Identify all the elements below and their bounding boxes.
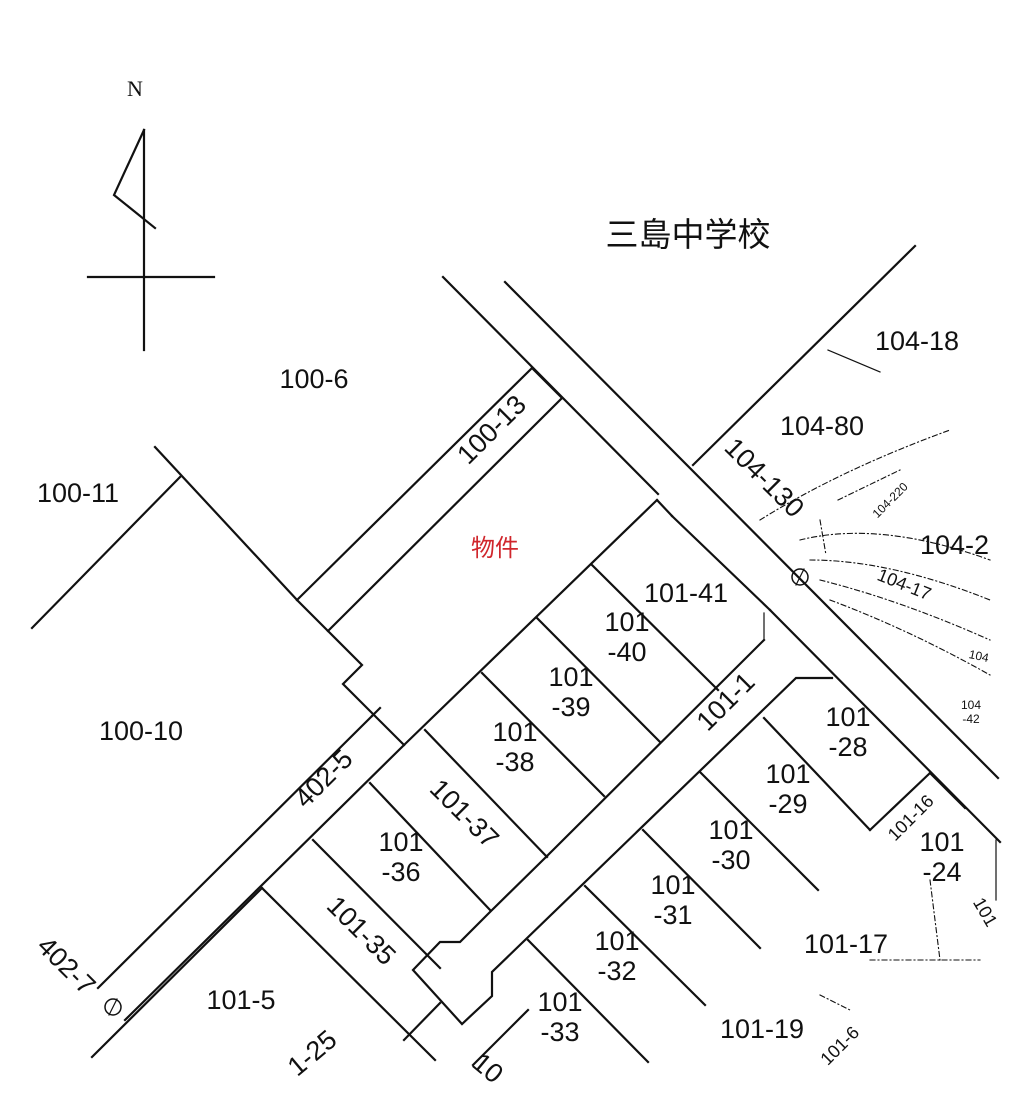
parcel-label-101-36: 101-36 bbox=[378, 827, 423, 887]
parcel-label-104-edge: 104 bbox=[968, 647, 991, 665]
parcel-label-line: 402-5 bbox=[289, 744, 359, 814]
parcel-label-line: 1-25 bbox=[282, 1024, 343, 1082]
parcel-label-101-38: 101-38 bbox=[492, 717, 537, 777]
school-boundary bbox=[691, 244, 917, 467]
parcel-label-line: -29 bbox=[768, 789, 807, 819]
school-label: 三島中学校 bbox=[606, 215, 771, 254]
parcel-label-line: 104-220 bbox=[870, 479, 911, 520]
parcel-label-line: -24 bbox=[922, 857, 961, 887]
parcel-label-line: -28 bbox=[828, 732, 867, 762]
parcel-label-101-17: 101-17 bbox=[804, 929, 888, 959]
parcel-label-line: -30 bbox=[711, 845, 750, 875]
parcel-label-402-5: 402-5 bbox=[289, 744, 359, 814]
parcel-label-line: -40 bbox=[607, 637, 646, 667]
parcel-label-100-11: 100-11 bbox=[37, 478, 119, 508]
parcel-label-104-17: 104-17 bbox=[875, 565, 934, 605]
parcel-label-101-39: 101-39 bbox=[548, 662, 593, 722]
parcel-label-line: 101 bbox=[708, 815, 753, 845]
parcel-label-100-13: 100-13 bbox=[451, 389, 532, 470]
parcel-label-line: 101-41 bbox=[644, 578, 728, 608]
parcel-label-line: 101 bbox=[492, 717, 537, 747]
block-101-north bbox=[370, 498, 674, 747]
parcel-label-line: 101 bbox=[825, 702, 870, 732]
parcel-label-101-31: 101-31 bbox=[650, 870, 695, 930]
parcel-label-line: 104-17 bbox=[875, 565, 934, 605]
parcel-label-100-10: 100-10 bbox=[99, 716, 183, 746]
parcel-label-101-33: 101-33 bbox=[537, 987, 582, 1047]
parcel-label-line: 402-7 bbox=[31, 931, 101, 1001]
parcel-label-104-18: 104-18 bbox=[875, 326, 959, 356]
parcel-label-101-28: 101-28 bbox=[825, 702, 870, 762]
parcel-label-101-5: 101-5 bbox=[206, 985, 275, 1015]
parcel-label-100-6: 100-6 bbox=[279, 364, 348, 394]
parcel-label-line: 104-2 bbox=[920, 530, 989, 560]
parcel-label-line: 101-37 bbox=[424, 773, 505, 854]
parcel-label-101-24: 101-24 bbox=[919, 827, 964, 887]
parcel-100-13-boundary bbox=[295, 366, 564, 633]
survey-marker-icon bbox=[791, 568, 809, 586]
lot-dividers-east bbox=[471, 716, 997, 1067]
parcel-label-line: -39 bbox=[551, 692, 590, 722]
lot-dividers-west bbox=[260, 563, 720, 1062]
parcel-label-101-25: 1-25 bbox=[282, 1024, 343, 1082]
parcel-label-line: 100-6 bbox=[279, 364, 348, 394]
parcel-label-line: 101 bbox=[650, 870, 695, 900]
parcel-label-104-42: 104-42 bbox=[961, 698, 981, 726]
parcel-label-line: 104-80 bbox=[780, 411, 864, 441]
parcel-label-line: 104 bbox=[961, 698, 981, 712]
parcel-label-line: -36 bbox=[381, 857, 420, 887]
road-402-5 bbox=[96, 714, 406, 1022]
parcel-label-line: 101 bbox=[378, 827, 423, 857]
parcel-label-101-40: 101-40 bbox=[604, 607, 649, 667]
parcel-label-101-19: 101-19 bbox=[720, 1014, 804, 1044]
property-label: 物件 bbox=[471, 534, 519, 562]
parcel-label-line: -38 bbox=[495, 747, 534, 777]
parcel-label-line: 101-6 bbox=[816, 1022, 863, 1069]
parcel-label-101-29: 101-29 bbox=[765, 759, 810, 819]
parcel-label-101-41: 101-41 bbox=[644, 578, 728, 608]
parcel-label-line: -42 bbox=[962, 712, 980, 726]
parcel-label-line: -33 bbox=[540, 1017, 579, 1047]
parcel-label-line: 101-19 bbox=[720, 1014, 804, 1044]
parcel-label-line: 101-5 bbox=[206, 985, 275, 1015]
parcel-label-101-37: 101-37 bbox=[424, 773, 505, 854]
parcel-label-line: 100-13 bbox=[451, 389, 532, 470]
parcel-label-101-32: 101-32 bbox=[594, 926, 639, 986]
parcel-label-line: -31 bbox=[653, 900, 692, 930]
parcel-label-line: 101-17 bbox=[804, 929, 888, 959]
parcel-label-line: 100-10 bbox=[99, 716, 183, 746]
parcel-label-101-6: 101-6 bbox=[816, 1022, 863, 1069]
parcel-label-line: 101 bbox=[537, 987, 582, 1017]
north-arrow-icon bbox=[86, 128, 216, 352]
parcel-label-line: 101 bbox=[765, 759, 810, 789]
parcel-label-10x: 10 bbox=[467, 1047, 509, 1089]
road-edge-lower bbox=[90, 886, 264, 1059]
boundary-104-80 bbox=[827, 349, 881, 373]
parcel-label-line: 10 bbox=[467, 1047, 509, 1089]
road-101-1 bbox=[411, 638, 834, 1026]
parcel-label-104-80: 104-80 bbox=[780, 411, 864, 441]
parcel-label-402-7: 402-7 bbox=[31, 931, 101, 1001]
parcel-label-line: -32 bbox=[597, 956, 636, 986]
survey-marker-icon bbox=[104, 998, 122, 1016]
parcel-100-boundaries bbox=[30, 445, 406, 747]
parcel-label-101-30: 101-30 bbox=[708, 815, 753, 875]
parcel-label-line: 104-18 bbox=[875, 326, 959, 356]
parcel-label-line: 100-11 bbox=[37, 478, 119, 508]
parcel-label-104-220: 104-220 bbox=[870, 479, 911, 520]
parcel-label-line: 101 bbox=[548, 662, 593, 692]
parcel-label-line: 101 bbox=[919, 827, 964, 857]
north-label: N bbox=[127, 76, 143, 101]
parcel-label-line: 104 bbox=[968, 647, 991, 665]
parcel-label-line: 101 bbox=[604, 607, 649, 637]
parcel-label-104-2x: 104-2 bbox=[920, 530, 989, 560]
dashed-boundaries bbox=[759, 429, 991, 1011]
parcel-label-line: 101 bbox=[594, 926, 639, 956]
